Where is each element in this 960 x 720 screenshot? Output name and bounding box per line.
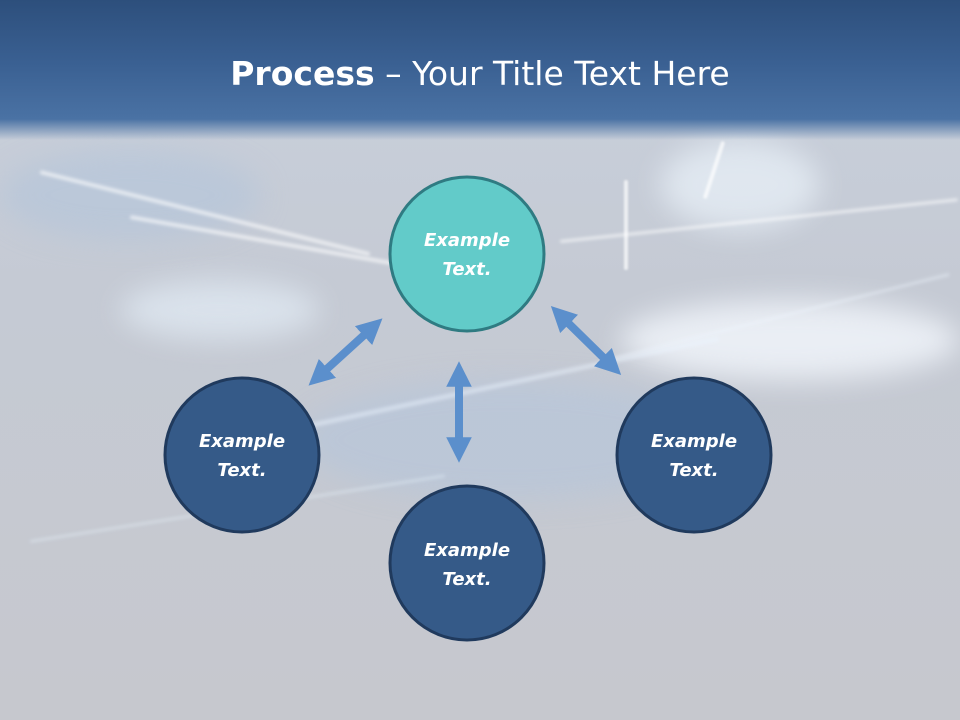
- node-right: Example Text.: [615, 376, 773, 534]
- node-text-line2: Text.: [217, 460, 266, 481]
- header-band: [0, 0, 960, 140]
- node-text-line1: Example: [651, 431, 737, 452]
- node-circle: [388, 175, 546, 333]
- background-light: [120, 280, 320, 340]
- node-text-line1: Example: [199, 431, 285, 452]
- arrow-top-right: [550, 306, 622, 375]
- title-rest: Your Title Text Here: [412, 54, 730, 93]
- node-circle: [388, 484, 546, 642]
- title-bold: Process: [230, 54, 375, 93]
- node-left: Example Text.: [163, 376, 321, 534]
- light-streak: [624, 180, 628, 270]
- background-light: [620, 300, 960, 380]
- node-text-line1: Example: [424, 230, 510, 251]
- title-dash: –: [374, 54, 413, 93]
- node-top: Example Text.: [388, 175, 546, 333]
- node-text-line2: Text.: [442, 569, 491, 590]
- arrow-top-left: [308, 318, 383, 386]
- node-text-line2: Text.: [669, 460, 718, 481]
- node-circle: [163, 376, 321, 534]
- node-bottom: Example Text.: [388, 484, 546, 642]
- node-text-line2: Text.: [442, 259, 491, 280]
- node-text-line1: Example: [424, 540, 510, 561]
- node-circle: [615, 376, 773, 534]
- slide-title: Process – Your Title Text Here: [0, 52, 960, 96]
